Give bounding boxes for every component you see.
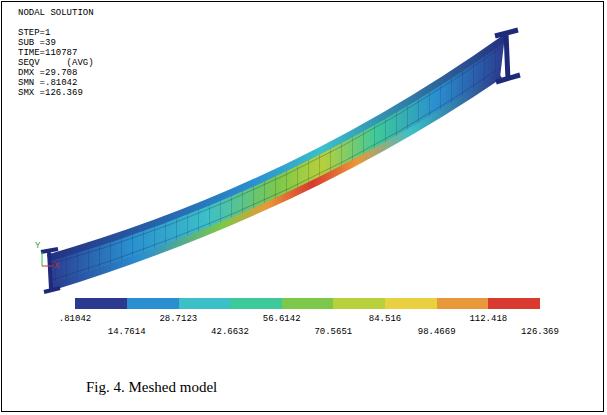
max-displacement: DMX =29.708 — [18, 68, 77, 78]
step-info: STEP=1 — [18, 28, 50, 38]
time-info: TIME=110787 — [18, 48, 77, 58]
scale-value: 28.7123 — [159, 314, 197, 324]
scale-value: 98.4669 — [418, 327, 456, 337]
axis-label: X — [54, 261, 59, 271]
axis-label: Y — [35, 241, 40, 251]
scale-value: 70.5651 — [314, 327, 352, 337]
scale-value: 56.6142 — [263, 314, 301, 324]
scale-value: 14.7614 — [108, 327, 146, 337]
scale-value: .81042 — [59, 314, 91, 324]
max-stress: SMX =126.369 — [18, 88, 83, 98]
min-stress: SMN =.81042 — [18, 78, 77, 88]
scale-value: 84.516 — [369, 314, 401, 324]
scale-value: 112.418 — [469, 314, 507, 324]
scale-value: 126.369 — [521, 327, 559, 337]
result-type: SEQV (AVG) — [18, 58, 94, 68]
figure-caption: Fig. 4. Meshed model — [86, 378, 217, 396]
scale-value: 42.6632 — [211, 327, 249, 337]
substep-info: SUB =39 — [18, 38, 56, 48]
plot-title: NODAL SOLUTION — [18, 8, 94, 18]
